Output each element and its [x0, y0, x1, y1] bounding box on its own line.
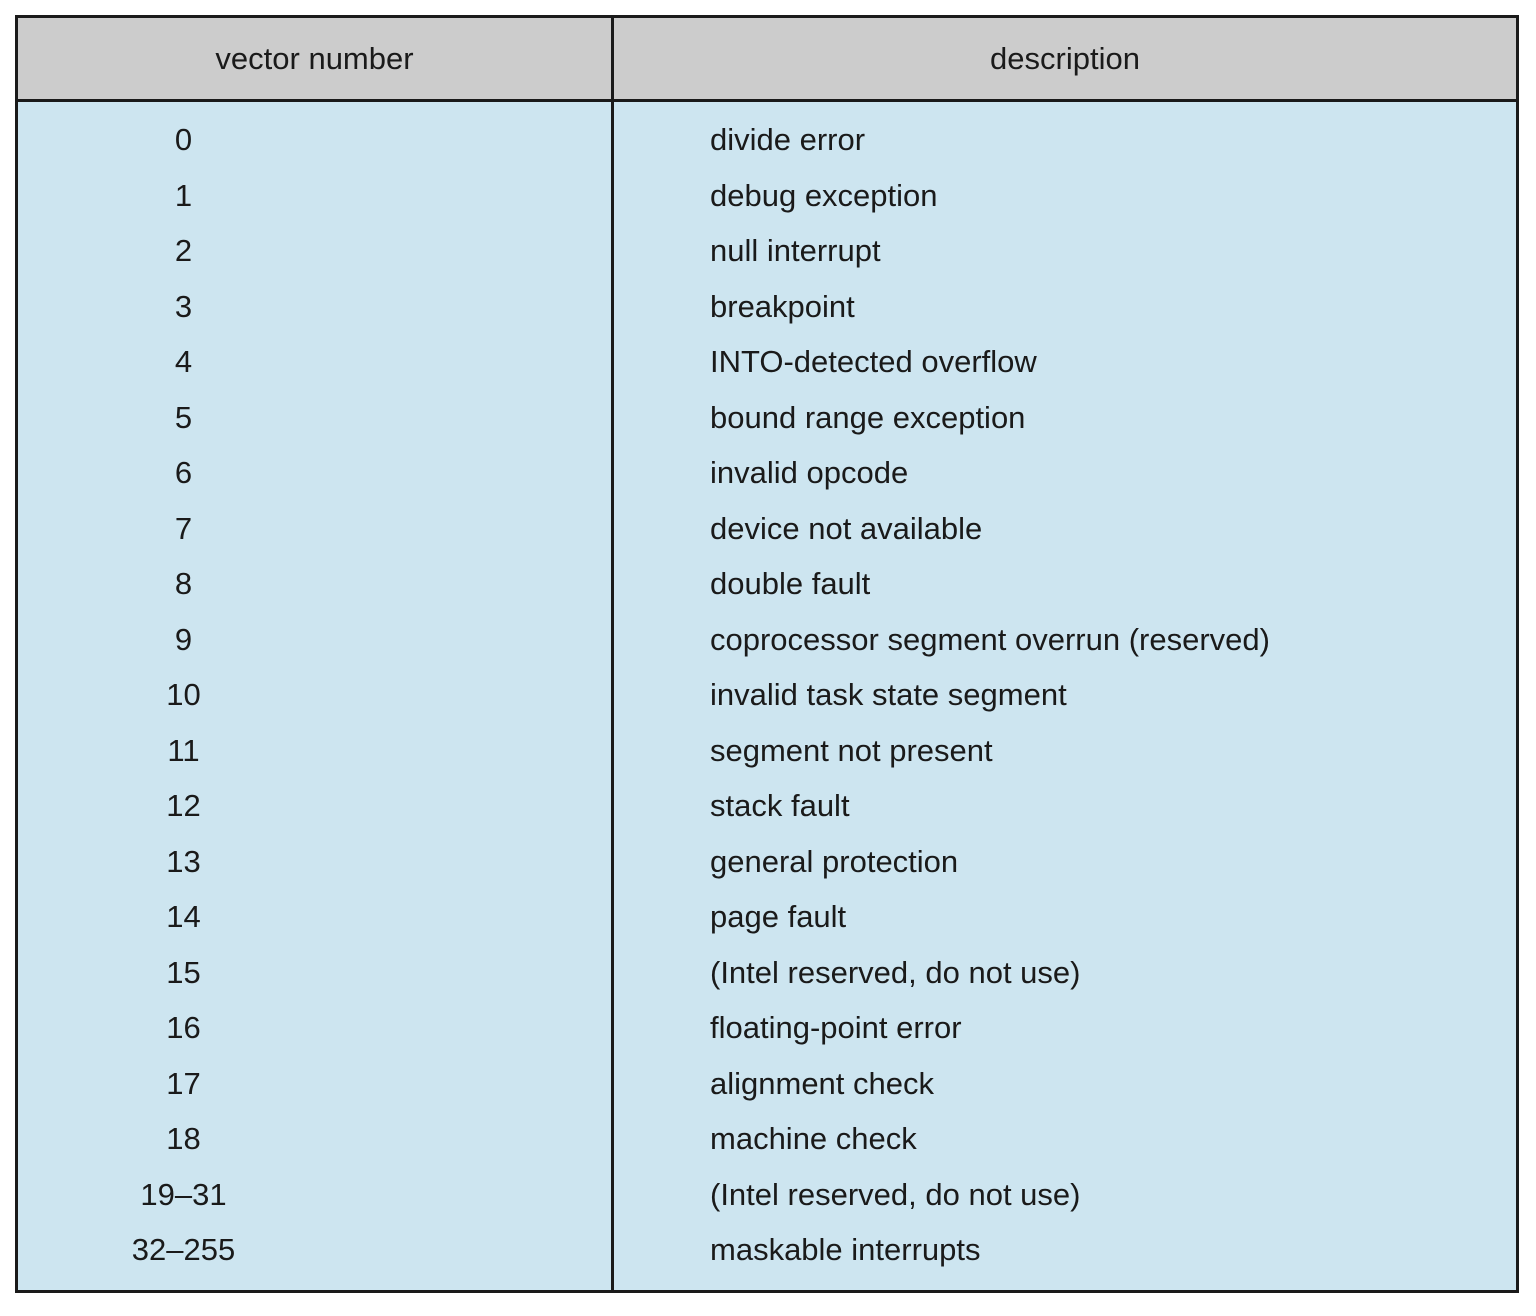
cell-vector-number: 4: [16, 334, 614, 390]
cell-description: maskable interrupts: [612, 1222, 1518, 1291]
table-header: vector number description: [16, 16, 1518, 102]
column-header-vector-number: vector number: [16, 16, 614, 102]
cell-description: bound range exception: [612, 389, 1518, 445]
cell-vector-number: 9: [16, 611, 614, 667]
cell-vector-number: 16: [16, 1000, 614, 1056]
cell-description: segment not present: [612, 722, 1518, 778]
cell-vector-number: 11: [16, 722, 614, 778]
cell-description: device not available: [612, 500, 1518, 556]
cell-description: double fault: [612, 556, 1518, 612]
cell-vector-number: 14: [16, 889, 614, 945]
cell-description: null interrupt: [612, 223, 1518, 279]
cell-description: debug exception: [612, 167, 1518, 223]
cell-description: stack fault: [612, 778, 1518, 834]
cell-vector-number: 7: [16, 500, 614, 556]
cell-description: coprocessor segment overrun (reserved): [612, 611, 1518, 667]
cell-vector-number: 18: [16, 1111, 614, 1167]
cell-vector-number: 12: [16, 778, 614, 834]
column-header-description: description: [612, 16, 1518, 102]
cell-description: general protection: [612, 833, 1518, 889]
cell-vector-number: 8: [16, 556, 614, 612]
table-row: 15(Intel reserved, do not use): [16, 944, 1518, 1000]
cell-vector-number: 5: [16, 389, 614, 445]
cell-vector-number: 0: [16, 100, 614, 168]
cell-vector-number: 15: [16, 944, 614, 1000]
cell-description: invalid task state segment: [612, 667, 1518, 723]
cell-vector-number: 19–31: [16, 1166, 614, 1222]
cell-description: alignment check: [612, 1055, 1518, 1111]
cell-vector-number: 10: [16, 667, 614, 723]
cell-description: INTO-detected overflow: [612, 334, 1518, 390]
cell-vector-number: 32–255: [16, 1222, 614, 1291]
cell-vector-number: 3: [16, 278, 614, 334]
cell-description: page fault: [612, 889, 1518, 945]
cell-vector-number: 6: [16, 445, 614, 501]
cell-description: (Intel reserved, do not use): [612, 944, 1518, 1000]
table-header-row: vector number description: [16, 16, 1518, 102]
cell-description: breakpoint: [612, 278, 1518, 334]
cell-vector-number: 17: [16, 1055, 614, 1111]
cell-description: (Intel reserved, do not use): [612, 1166, 1518, 1222]
cell-description: floating-point error: [612, 1000, 1518, 1056]
cell-vector-number: 1: [16, 167, 614, 223]
cell-vector-number: 13: [16, 833, 614, 889]
cell-description: invalid opcode: [612, 445, 1518, 501]
cell-description: divide error: [612, 100, 1518, 168]
cell-description: machine check: [612, 1111, 1518, 1167]
table-row: 19–31(Intel reserved, do not use): [16, 1166, 1518, 1222]
cell-vector-number: 2: [16, 223, 614, 279]
